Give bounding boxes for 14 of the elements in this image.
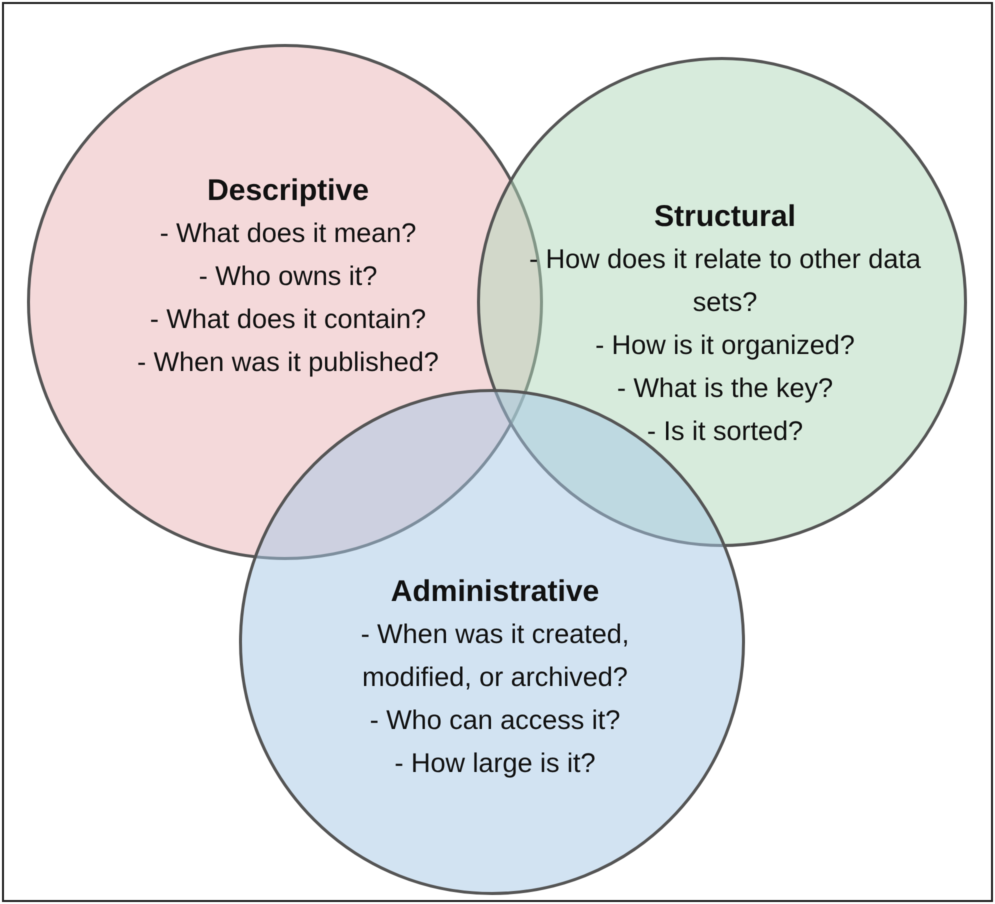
question-text: - How is it organized? (595, 329, 855, 362)
question-text: - What does it contain? (150, 303, 426, 336)
circle-heading: Structural (654, 199, 796, 235)
question-text: - Is it sorted? (646, 415, 804, 448)
question-text: - How does it relate to other data sets? (528, 243, 922, 319)
circle-heading: Descriptive (207, 173, 369, 209)
question-text: - Who owns it? (198, 260, 378, 293)
question-text: - Who can access it? (370, 704, 620, 737)
question-text: - How large is it? (394, 747, 596, 780)
circle-heading: Administrative (390, 574, 600, 610)
question-text: - What does it mean? (160, 217, 416, 250)
question-text: - What is the key? (616, 372, 834, 405)
question-text: - When was it published? (137, 346, 439, 379)
question-text: - When was it created, modified, or archived? (360, 618, 630, 694)
